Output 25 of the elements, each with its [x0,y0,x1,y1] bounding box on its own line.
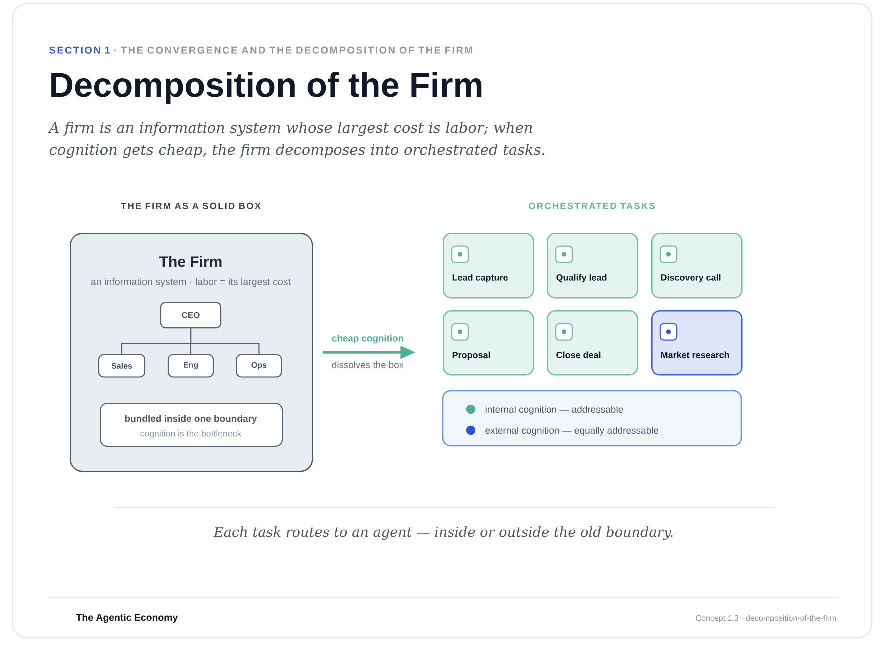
caption: Each task routes to an agent — inside or outside the old boundary. [214,526,673,540]
footer-note: Concept 1.3 · decomposition-of-the-firm [696,615,836,623]
task-card: Close deal [547,310,638,376]
page-title: Decomposition of the Firm [52,72,482,104]
column-heading: THE FIRM AS A SOLID BOX [121,202,261,210]
section-heading: · THE CONVERGENCE AND THE DECOMPOSITION OF THE FIRM [114,46,472,54]
edge-label: cheap cognition [332,334,404,344]
task-card: Discovery call [652,233,743,299]
legend-label: external cognition — equally addressable [486,427,659,436]
column-heading: ORCHESTRATED TASKS [529,202,655,210]
arrow-caption: dissolves the box [332,362,404,368]
org-box: CEO [160,302,222,329]
org-box: Eng [168,354,214,378]
org-box: Sales [98,354,146,378]
org-box: Ops [236,354,282,378]
connector-line [190,328,260,354]
task-card: Qualify lead [547,233,638,299]
note-box: bundled inside one boundary cognition is the bottleneck [100,403,284,448]
task-card: Lead capture [443,233,534,299]
task-card: Proposal [443,310,534,376]
legend-label: internal cognition — addressable [486,406,624,415]
footer-title: The Agentic Economy [76,614,178,624]
subtitle: A firm is an information system whose largest cost is labor; when cognition gets cheap, the firm decomposes into orchestrated tasks. [48,122,544,158]
task-card: Market research [652,310,743,376]
section-number: SECTION 1 [50,46,110,54]
